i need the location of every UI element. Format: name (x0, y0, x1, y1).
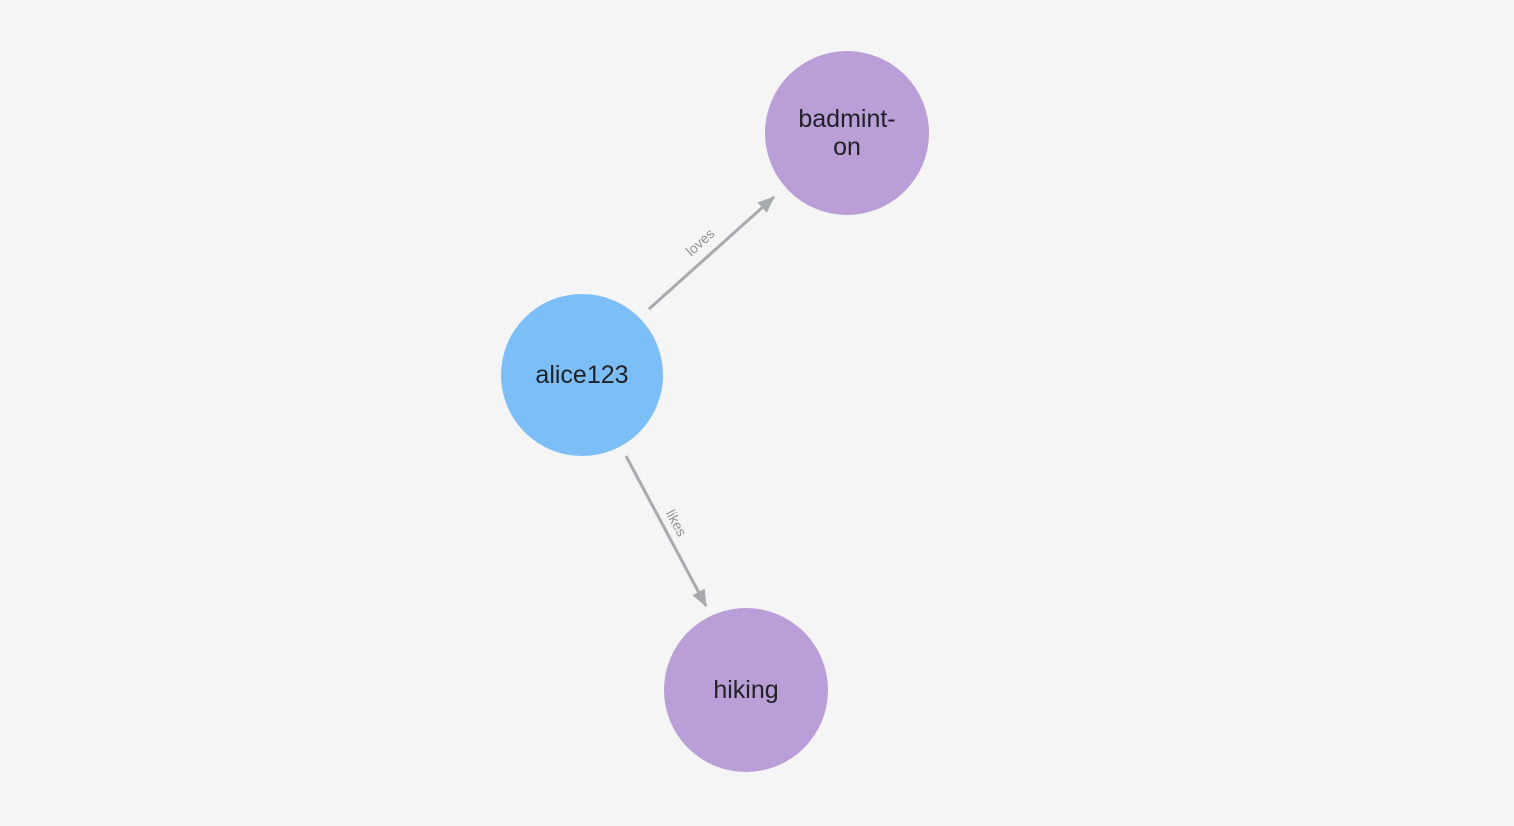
node-label: on (833, 133, 861, 161)
edge-likes-line (624, 455, 708, 607)
node-alice123[interactable]: alice123 (501, 294, 663, 456)
node-badminton[interactable]: badmint- on (765, 51, 929, 215)
edge-loves-line (647, 195, 776, 311)
node-hiking[interactable]: hiking (664, 608, 828, 772)
node-label: badmint- (798, 105, 896, 133)
node-label: alice123 (535, 361, 629, 389)
edge-likes[interactable]: likes (624, 455, 708, 607)
node-label: hiking (713, 676, 779, 704)
edge-loves[interactable]: loves (647, 195, 776, 311)
